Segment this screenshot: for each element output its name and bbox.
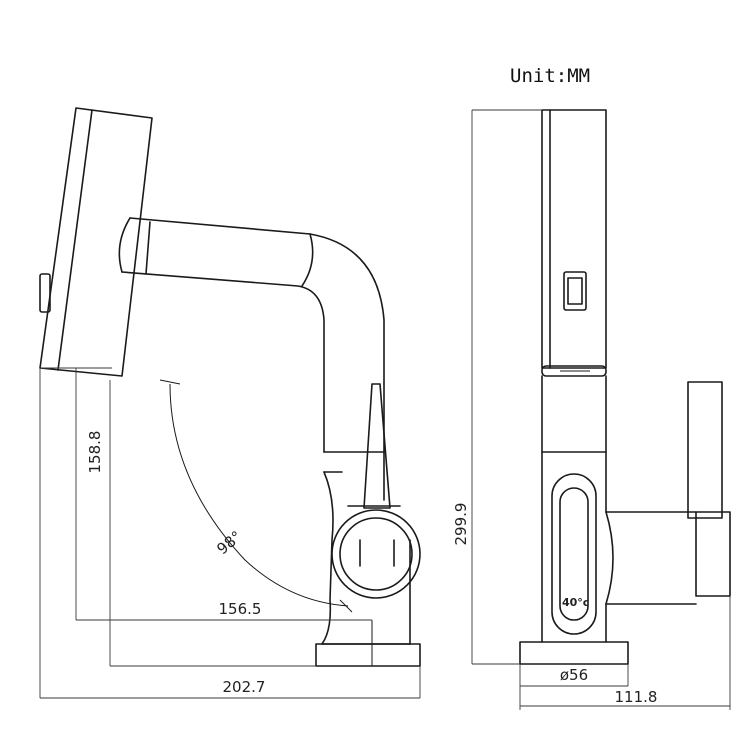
spray-head [39,107,153,377]
rotation-angle-label: 98° [213,527,245,558]
front-view: Unit:MM 40°c [452,65,731,710]
total-width-label: 111.8 [615,688,658,706]
front-spray-head [541,109,607,377]
lever-handle [331,383,421,599]
unit-label: Unit:MM [510,65,590,87]
temperature-display-window: 40°c [551,473,597,635]
total-height-label: 299.9 [452,503,470,546]
total-depth-label: 202.7 [223,678,266,696]
spout-reach-label: 156.5 [219,600,262,618]
base-diameter-label: ø56 [560,666,588,684]
spout-arm [118,217,385,453]
height-under-spout-label: 158.8 [86,431,104,474]
side-view: 98° 158.8 156.5 202.7 [39,107,421,699]
rotation-arc [169,383,349,607]
front-handle [605,381,731,605]
temperature-display-label: 40°c [562,596,589,609]
front-body [519,375,629,665]
faucet-body [315,383,421,667]
